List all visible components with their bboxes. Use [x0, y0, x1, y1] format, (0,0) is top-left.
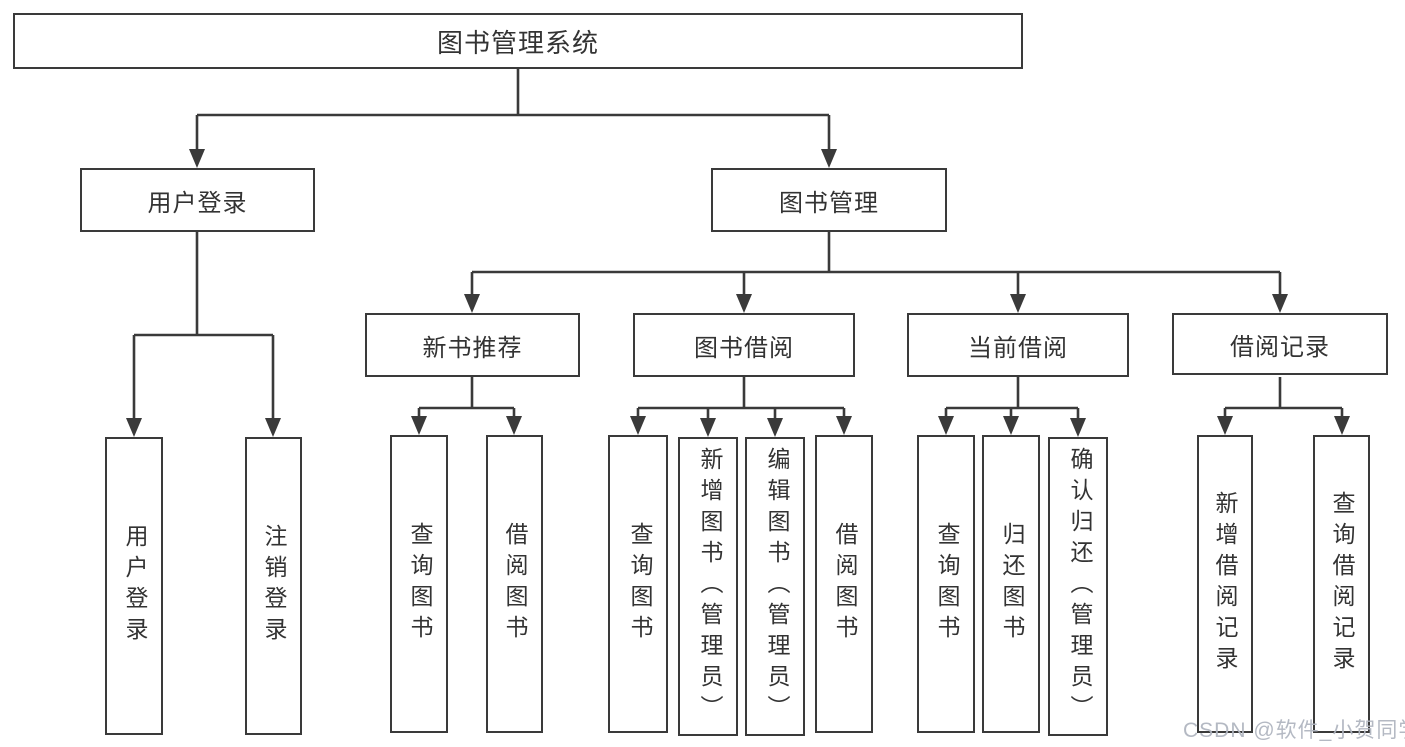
leaf-current-confirm-return-admin: 确认归还（管理员） [1048, 437, 1108, 736]
node-book-management: 图书管理 [711, 168, 947, 232]
leaf-user-login: 用户登录 [105, 437, 163, 735]
edge-root-to-level2 [195, 69, 831, 150]
leaf-borrow-edit-books-admin: 编辑图书（管理员） [745, 437, 805, 736]
leaf-borrow-borrow-books: 借阅图书 [815, 435, 873, 733]
edge-user-login-to-leaves [132, 232, 275, 421]
leaf-records-query-record: 查询借阅记录 [1313, 435, 1370, 733]
leaf-records-add-record: 新增借阅记录 [1197, 435, 1253, 733]
node-current-borrowing: 当前借阅 [907, 313, 1129, 377]
node-new-book-recommendation: 新书推荐 [365, 313, 580, 377]
edge-borrowing-records-to-leaves [1223, 377, 1344, 419]
leaf-current-query-books: 查询图书 [917, 435, 975, 733]
leaf-borrow-add-books-admin: 新增图书（管理员） [678, 437, 738, 736]
csdn-watermark: CSDN @软件_小贺同学 [1183, 719, 1405, 742]
leaf-new-book-borrow-books: 借阅图书 [486, 435, 543, 733]
edge-book-borrowing-to-leaves [636, 377, 846, 421]
edge-new-book-to-leaves [417, 377, 516, 419]
edge-current-borrowing-to-leaves [944, 377, 1080, 421]
arrowheads-down [126, 149, 1350, 437]
leaf-borrow-query-books: 查询图书 [608, 435, 668, 733]
node-book-borrowing: 图书借阅 [633, 313, 855, 377]
leaf-new-book-query-books: 查询图书 [390, 435, 448, 733]
node-library-management-system: 图书管理系统 [13, 13, 1023, 69]
node-borrowing-records: 借阅记录 [1172, 313, 1388, 375]
leaf-logout: 注销登录 [245, 437, 302, 735]
edge-book-management-to-level3 [470, 232, 1282, 297]
node-user-login: 用户登录 [80, 168, 315, 232]
leaf-current-return-books: 归还图书 [982, 435, 1040, 733]
